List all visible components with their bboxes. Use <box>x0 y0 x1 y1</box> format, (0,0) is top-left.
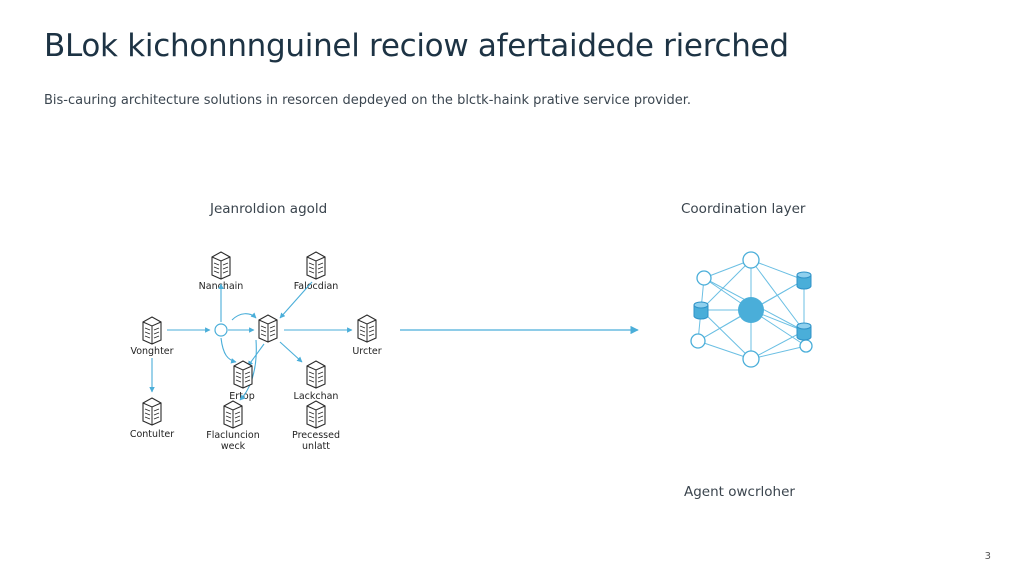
mesh-node-bottom-left <box>690 333 706 349</box>
server-icon-center <box>258 314 278 343</box>
edge-center-lackchan <box>279 341 303 363</box>
node-label-lackchan: Lackchan <box>293 391 339 402</box>
server-icon-flacluncion <box>223 400 243 429</box>
edge-hub-center-arc <box>231 312 257 321</box>
mesh-node-top-left <box>696 270 712 286</box>
server-icon-nanchain <box>211 251 231 280</box>
coordination-mesh <box>690 251 813 368</box>
node-label-vonghter: Vonghter <box>130 346 174 357</box>
mesh-node-bottom-right <box>799 339 813 353</box>
node-label-falocdian: Falocdian <box>293 281 339 292</box>
mesh-node-bottom <box>742 350 760 368</box>
mesh-center-node <box>738 297 764 323</box>
left-group-label: Jeanroldion agold <box>210 201 328 217</box>
agent-label: Agent owcrloher <box>684 484 795 500</box>
server-icon-lackchan <box>306 360 326 389</box>
server-icon-precessed <box>306 400 326 429</box>
database-icon-right-bottom <box>796 322 812 341</box>
node-label-flacluncion: Flacluncion weck <box>206 430 260 452</box>
slide-title: BLok kichonnnguinel reciow afertaidede r… <box>44 28 789 64</box>
node-label-contulter: Contulter <box>129 429 175 440</box>
coordination-layer-label: Coordination layer <box>681 201 806 217</box>
database-icon-left <box>693 301 709 320</box>
edge-falocdian-center <box>279 281 313 319</box>
database-icon-right-top <box>796 271 812 290</box>
page-number: 3 <box>984 551 991 562</box>
server-icon-ertop <box>233 360 253 389</box>
mesh-node-top <box>742 251 760 269</box>
hub-node <box>214 323 228 337</box>
server-icon-urcter <box>357 314 377 343</box>
node-label-precessed: Precessed unlatt <box>292 430 340 452</box>
node-label-urcter: Urcter <box>352 346 382 357</box>
edge-hub-ertop <box>220 337 237 364</box>
server-icon-contulter <box>142 397 162 426</box>
slide-subtitle: Bis-cauring architecture solutions in re… <box>44 93 692 108</box>
server-icon-falocdian <box>306 251 326 280</box>
server-icon-vonghter <box>142 316 162 345</box>
